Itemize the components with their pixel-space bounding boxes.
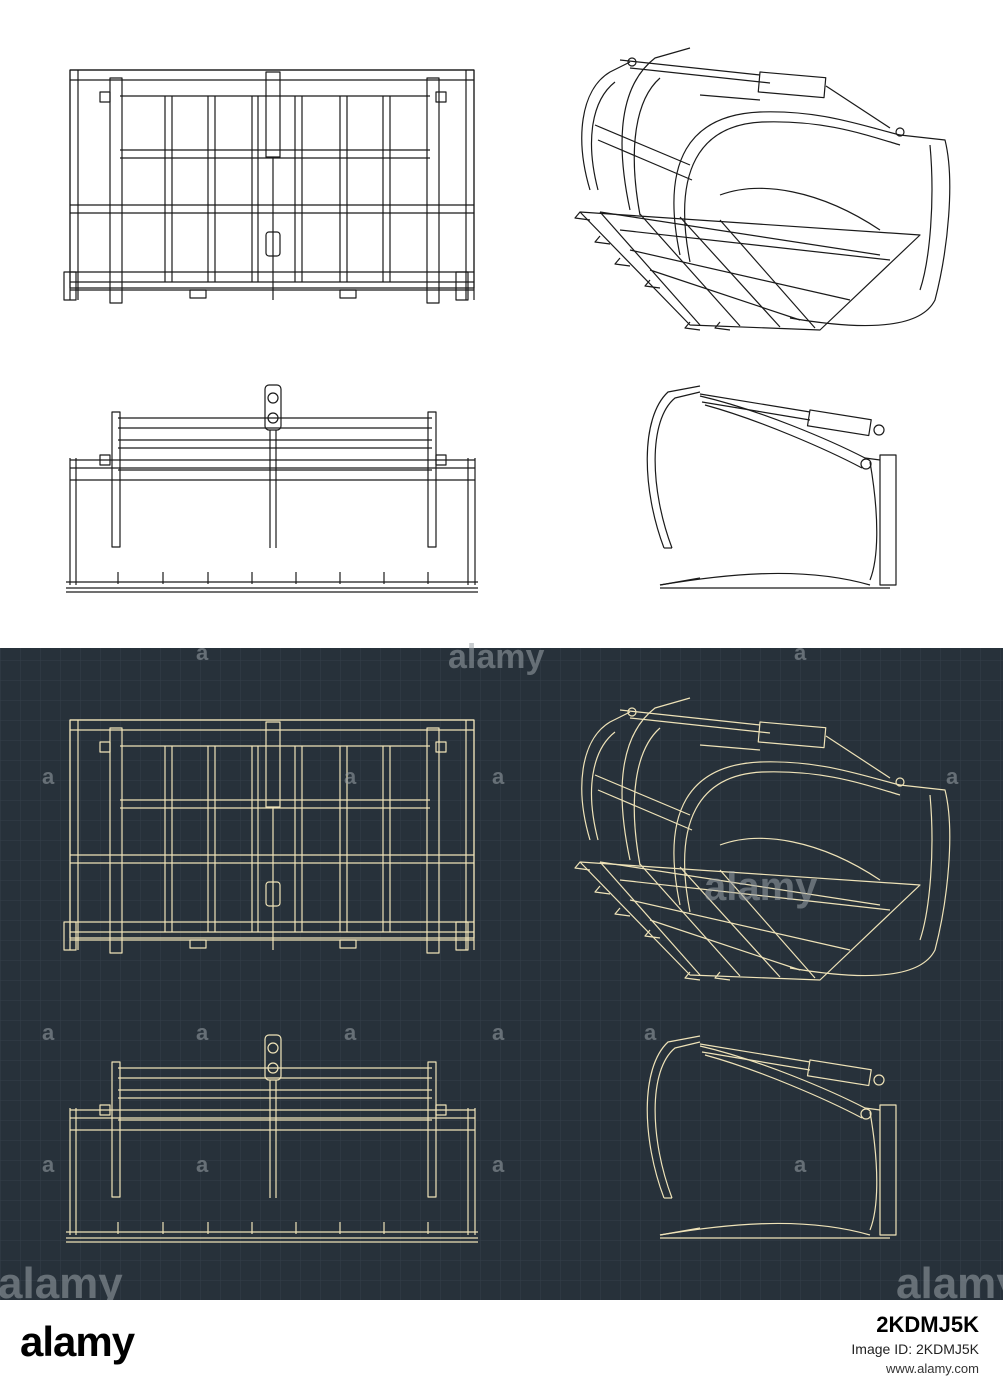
watermark-top: alamy — [448, 638, 544, 676]
watermark-a: a — [196, 1152, 209, 1177]
image-id-badge: 2KDMJ5K — [876, 1312, 979, 1337]
watermark-a: a — [644, 1020, 657, 1045]
watermark-a: a — [42, 1152, 55, 1177]
site-link[interactable]: www.alamy.com — [886, 1361, 979, 1376]
image-id-label: Image ID: 2KDMJ5K — [851, 1341, 979, 1357]
watermark-a: a — [492, 1152, 505, 1177]
watermark-a: a — [196, 1020, 209, 1045]
watermark-center: alamy — [704, 865, 818, 909]
watermark-a: a — [794, 1152, 807, 1177]
watermark-bottom-left: alamy — [0, 1259, 123, 1308]
watermark-a: a — [344, 1020, 357, 1045]
watermark-layer: alamy alamy alamy alamy a a a a a a a a … — [0, 638, 1003, 1308]
watermark-a: a — [196, 640, 209, 665]
image-meta: 2KDMJ5K Image ID: 2KDMJ5K www.alamy.com — [851, 1310, 979, 1378]
watermark-a: a — [42, 1020, 55, 1045]
watermark-a: a — [946, 764, 959, 789]
footer-bar: alamy 2KDMJ5K Image ID: 2KDMJ5K www.alam… — [0, 1300, 1003, 1390]
watermark-a: a — [344, 764, 357, 789]
alamy-logo[interactable]: alamy — [20, 1318, 135, 1365]
watermark-a: a — [492, 1020, 505, 1045]
watermark-a: a — [794, 640, 807, 665]
watermark-bottom-right: alamy — [896, 1259, 1003, 1308]
watermark-a: a — [492, 764, 505, 789]
watermark-a: a — [42, 764, 55, 789]
light-panel — [0, 0, 1003, 648]
